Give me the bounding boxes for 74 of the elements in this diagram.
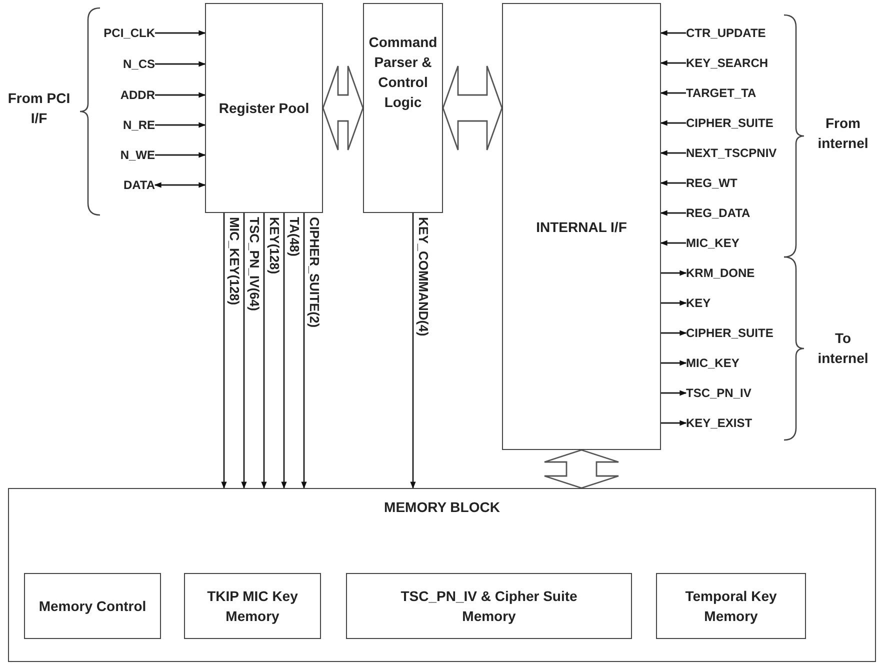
arrow [660, 180, 686, 186]
signal-name: TSC_PN_IV [686, 385, 752, 402]
signal-name: MIC_KEY [686, 235, 740, 252]
signal-name: NEXT_TSCPNIV [686, 145, 777, 162]
interface-box [502, 3, 661, 450]
block-title: MEMORY BLOCK [384, 498, 500, 517]
group-label: From PCI I/F [6, 89, 72, 128]
edge-label: TA(48) [286, 217, 303, 256]
box-label: TKIP MIC Key Memory [206, 587, 299, 626]
box-label: Memory Control [38, 597, 146, 616]
arrow [241, 213, 247, 489]
edge-label: MIC_KEY(128) [226, 217, 243, 306]
memory-block [8, 488, 876, 662]
double-block-arrow [544, 449, 620, 489]
signal-name: KRM_DONE [686, 265, 755, 282]
signal-name: N_WE [120, 147, 155, 164]
arrow [155, 122, 206, 128]
signal-name: PCI_CLK [104, 25, 155, 42]
box-label: Temporal Key Memory [684, 587, 778, 626]
arrow [281, 213, 287, 489]
memory-box [184, 573, 321, 639]
arrow [155, 152, 206, 158]
arrow [301, 213, 307, 489]
double-block-arrow [322, 65, 364, 151]
signal-name: MIC_KEY [686, 355, 740, 372]
arrow [660, 210, 686, 216]
arrow [661, 420, 687, 426]
arrow [661, 300, 687, 306]
signal-name: CIPHER_SUITE [686, 325, 774, 342]
signal-name: REG_DATA [686, 205, 750, 222]
group-label: To internel [816, 329, 870, 368]
box-label: INTERNAL I/F [536, 218, 627, 236]
signal-name: KEY_EXIST [686, 415, 752, 432]
register-pool-box [205, 3, 323, 213]
command-parser-box [363, 3, 443, 213]
signal-name: TARGET_TA [686, 85, 756, 102]
box-label: Command Parser & Control Logic [368, 33, 438, 112]
arrow [660, 60, 686, 66]
box-label: Register Pool [218, 99, 310, 118]
edge-label: CIPHER_SUITE(2) [306, 217, 323, 328]
double-block-arrow [442, 65, 503, 151]
signal-name: N_RE [122, 117, 155, 134]
memory-box [24, 573, 161, 639]
arrow [661, 270, 687, 276]
signal-name: KEY_SEARCH [686, 55, 768, 72]
signal-name: DATA [123, 177, 155, 194]
arrow [661, 330, 687, 336]
signal-name: KEY [686, 295, 711, 312]
box-label: TSC_PN_IV & Cipher Suite Memory [400, 587, 578, 626]
signal-name: CIPHER_SUITE [686, 115, 774, 132]
signal-name: CTR_UPDATE [686, 25, 766, 42]
arrow [660, 90, 686, 96]
arrow [660, 150, 686, 156]
arrow [155, 92, 206, 98]
arrow [660, 30, 686, 36]
signal-name: N_CS [122, 56, 155, 73]
signal-name: REG_WT [686, 175, 738, 192]
arrow [410, 213, 416, 489]
signal-name: ADDR [120, 87, 155, 104]
edge-label: KEY_COMMAND(4) [415, 217, 432, 336]
arrow [661, 360, 687, 366]
arrow [155, 30, 206, 36]
memory-box [656, 573, 806, 639]
double-arrow [154, 182, 206, 188]
edge-label: KEY(128) [266, 217, 283, 274]
edge-label: TSC_PN_IV(64) [246, 217, 263, 311]
arrow [661, 390, 687, 396]
memory-box [346, 573, 632, 639]
arrow [660, 240, 686, 246]
arrow [660, 120, 686, 126]
arrow [221, 213, 227, 489]
arrow [155, 61, 206, 67]
group-label: From internel [816, 114, 870, 153]
arrow [261, 213, 267, 489]
